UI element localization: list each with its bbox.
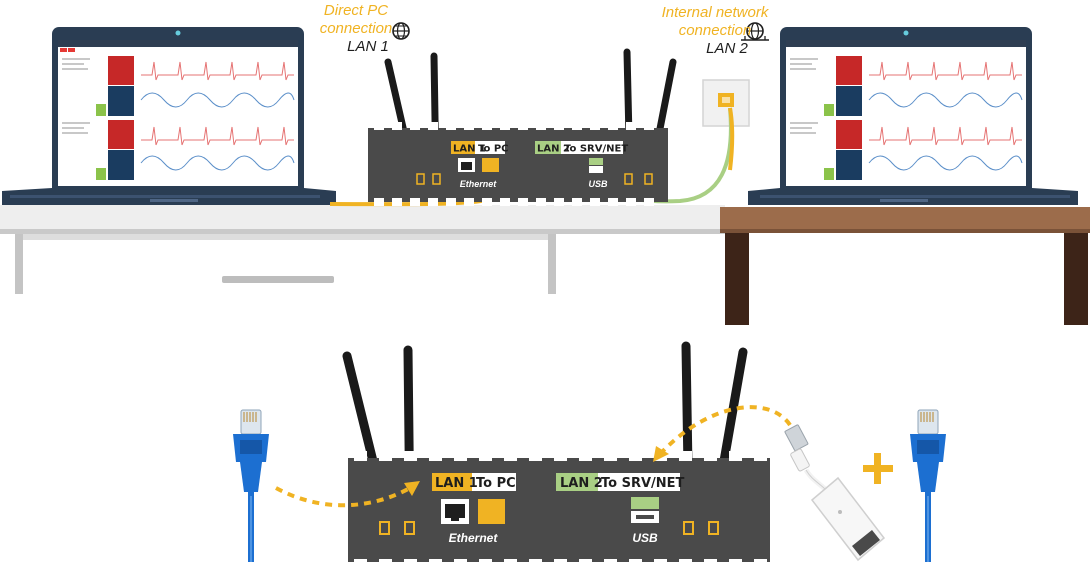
top-lan2-dest: To SRV/NET xyxy=(564,144,628,155)
top-device: LAN 1 To PC LAN 2 To SRV/NET Ethernet US… xyxy=(368,122,668,206)
lan2-caption: Internal network connection LAN 2 xyxy=(640,4,790,58)
ethernet-port-yellow xyxy=(478,499,505,524)
arrow-cable-to-lan1 xyxy=(275,481,420,508)
arrow-adapter-to-usb xyxy=(653,405,792,462)
top-usb-caption: USB xyxy=(588,179,608,189)
bottom-device: LAN 1 To PC LAN 2 To SRV/NET Ethernet US… xyxy=(348,451,770,569)
top-lan2-tag: LAN 2 xyxy=(537,144,570,155)
bottom-ethernet-caption: Ethernet xyxy=(449,531,499,545)
top-lan1-dest: To PC xyxy=(478,144,509,155)
top-ethernet-caption: Ethernet xyxy=(460,179,498,189)
wooden-table xyxy=(720,207,1090,325)
lan1-caption-line2: connection xyxy=(319,20,393,37)
lan2-caption-line1: Internal network xyxy=(661,4,769,21)
bottom-lan1-tag: LAN 1 xyxy=(435,476,478,491)
bottom-lan2-tag: LAN 2 xyxy=(560,476,603,491)
wall-network-socket xyxy=(702,79,750,127)
rj45-cable-right xyxy=(910,409,946,562)
bottom-lan1-dest: To PC xyxy=(476,476,516,491)
usb-port-green xyxy=(631,497,659,509)
rj45-cable-left xyxy=(233,409,269,562)
laptop-left xyxy=(2,27,336,205)
lan1-caption: Direct PC connection LAN 1 xyxy=(296,2,416,56)
network-globe-icon xyxy=(741,22,769,41)
laptop-right xyxy=(748,27,1078,205)
plus-icon xyxy=(863,453,893,484)
lan2-caption-line2: connection xyxy=(678,22,752,39)
white-desk xyxy=(0,205,725,294)
top-lan1-tag: LAN 1 xyxy=(453,144,486,155)
bottom-lan2-dest: To SRV/NET xyxy=(601,476,685,491)
bottom-usb-caption: USB xyxy=(632,531,658,545)
usb-ethernet-adapter xyxy=(784,424,886,562)
lan2-caption-line3: LAN 2 xyxy=(706,40,748,57)
lan1-caption-line1: Direct PC xyxy=(323,2,389,19)
lan1-caption-line3: LAN 1 xyxy=(347,38,389,55)
globe-icon xyxy=(392,22,410,40)
